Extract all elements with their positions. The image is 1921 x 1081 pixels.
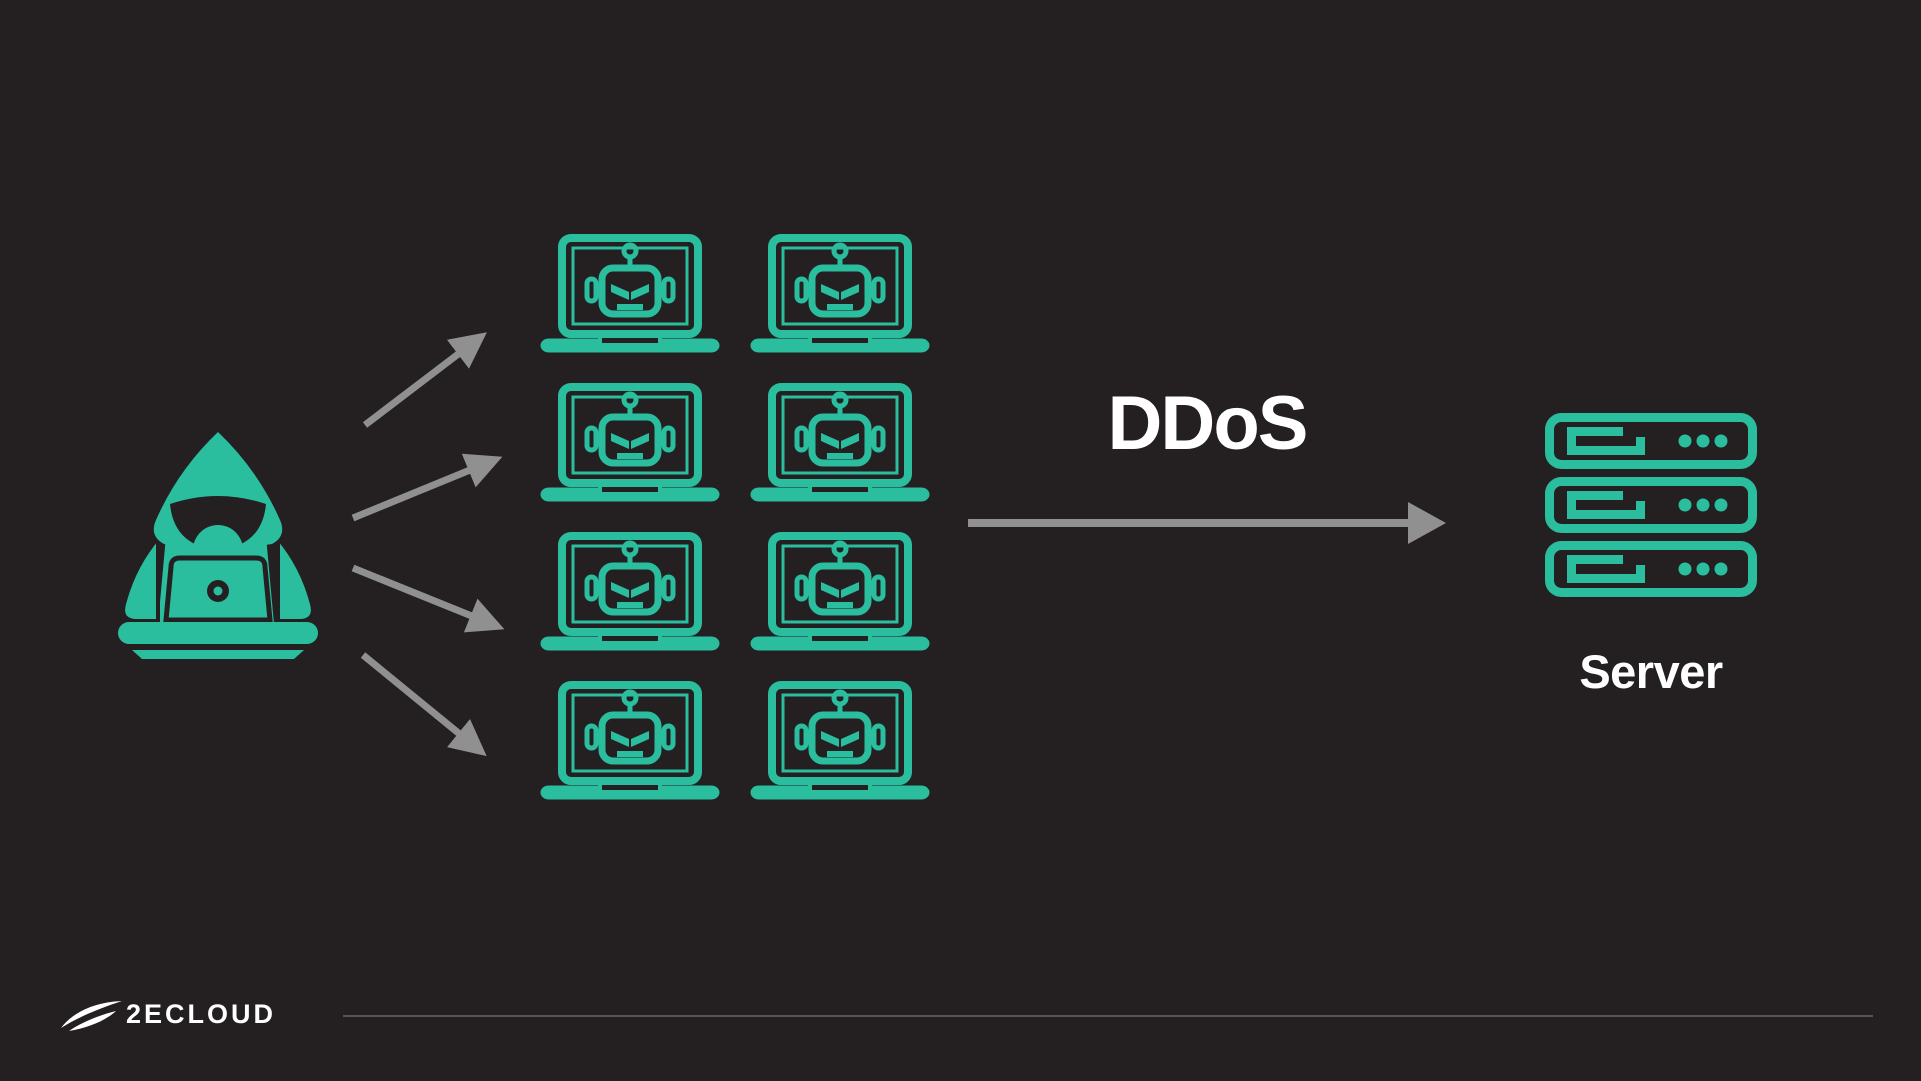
hacker-icon	[118, 432, 318, 659]
bot-laptop-icon	[540, 532, 720, 651]
swoosh-icon	[61, 1001, 122, 1031]
attack-arrows	[351, 332, 505, 757]
server-unit	[1545, 477, 1757, 533]
bot-laptop-icon	[540, 383, 720, 502]
botnet-grid	[540, 234, 930, 801]
server-unit	[1545, 541, 1757, 597]
attack-label: DDoS	[1107, 381, 1309, 466]
bot-laptop-icon	[750, 383, 930, 502]
arrow-icon	[360, 652, 487, 757]
bot-laptop-icon	[750, 234, 930, 353]
footer-divider	[343, 1015, 1873, 1017]
server-label: Server	[1579, 645, 1723, 698]
server-rack-icon	[1545, 413, 1757, 597]
bot-laptop-icon	[540, 234, 720, 353]
arrow-icon	[362, 332, 487, 428]
brand-logo-text: 2ECLOUD	[126, 999, 277, 1029]
bot-laptop-icon	[540, 681, 720, 800]
bot-laptop-icon	[750, 532, 930, 651]
ddos-arrow	[968, 502, 1446, 544]
arrow-icon	[351, 564, 505, 633]
arrow-icon	[351, 453, 503, 522]
server-unit	[1545, 413, 1757, 469]
bot-laptop-icon	[750, 681, 930, 800]
